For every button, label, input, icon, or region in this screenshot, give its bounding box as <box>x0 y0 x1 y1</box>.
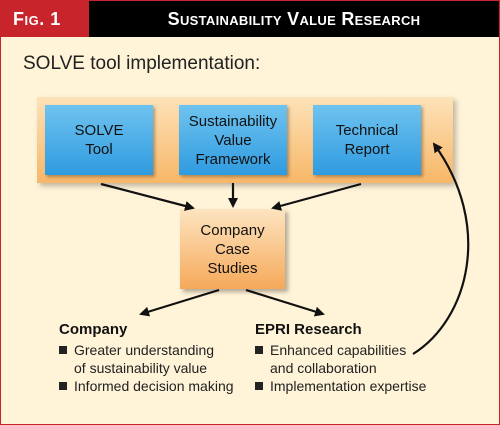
sustainability-value-framework-box: Sustainability Value Framework <box>179 105 287 175</box>
solve-tool-label: SOLVE Tool <box>74 122 124 158</box>
arrow-solve-to-case <box>100 182 195 211</box>
figure-header: Fig. 1 Sustainability Value Research <box>1 1 499 37</box>
technical-report-box: Technical Report <box>313 105 421 175</box>
arrow-case-to-epri <box>245 288 325 317</box>
bullet-square-icon <box>59 346 67 354</box>
company-bullet: Greater understanding of sustainability … <box>59 341 214 377</box>
company-bullet-text: Informed decision making <box>74 378 234 394</box>
figure-title: Sustainability Value Research <box>89 1 499 37</box>
solve-tool-box: SOLVE Tool <box>45 105 153 175</box>
feedback-arrow-epri-to-report <box>412 142 470 355</box>
arrow-case-to-company <box>139 288 220 317</box>
epri-bullet: Enhanced capabilities and collaboration <box>255 341 406 377</box>
bullet-square-icon <box>255 382 263 390</box>
technical-report-label: Technical Report <box>335 122 399 158</box>
bullet-square-icon <box>255 346 263 354</box>
epri-bullet-text: Enhanced capabilities and collaboration <box>270 342 407 376</box>
epri-bullet-text: Implementation expertise <box>270 378 427 394</box>
company-bullet: Informed decision making <box>59 377 234 395</box>
company-case-studies-label: Company Case Studies <box>200 221 265 277</box>
company-case-studies-box: Company Case Studies <box>180 209 285 289</box>
company-bullet-text: Greater understanding of sustainability … <box>74 342 215 376</box>
sustainability-value-framework-label: Sustainability Value Framework <box>188 112 278 168</box>
company-heading: Company <box>59 321 128 338</box>
epri-research-heading: EPRI Research <box>255 321 362 338</box>
bullet-square-icon <box>59 382 67 390</box>
epri-bullet: Implementation expertise <box>255 377 426 395</box>
diagram-subtitle: SOLVE tool implementation: <box>23 53 261 74</box>
arrow-report-to-case <box>271 182 362 211</box>
figure-number: Fig. 1 <box>1 1 89 37</box>
